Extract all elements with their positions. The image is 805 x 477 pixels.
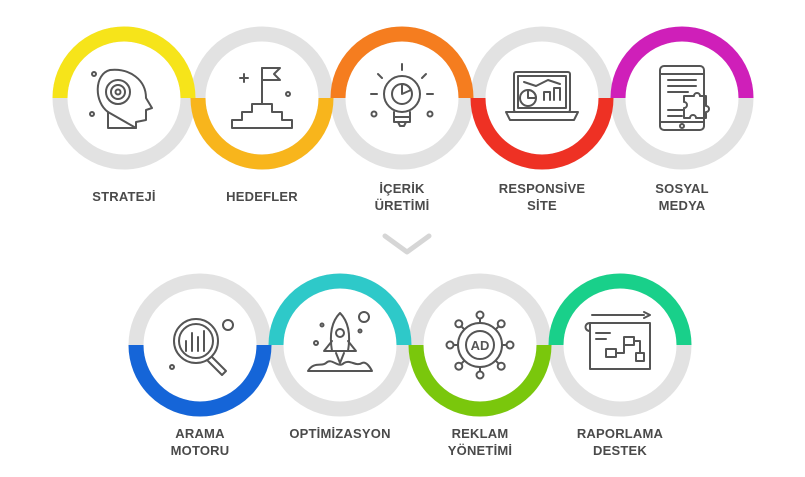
label-arama: ARAMA MOTORU: [130, 425, 270, 459]
ad-text: AD: [471, 338, 490, 353]
icon-layer: AD: [89, 63, 710, 380]
label-line: STRATEJİ: [92, 189, 156, 204]
label-line: ARAMA: [175, 426, 225, 441]
label-line: RESPONSİVE: [498, 181, 586, 196]
ring-track-strateji: [52, 97, 196, 170]
ring-arc-reklam: [408, 344, 552, 417]
ring-arc-optimizasyon: [268, 273, 412, 346]
label-raporlama: RAPORLAMA DESTEK: [550, 425, 690, 459]
label-line: REKLAM: [451, 426, 509, 441]
lightbulb-icon: [370, 63, 434, 127]
label-reklam: REKLAM YÖNETİMİ: [410, 425, 550, 459]
ring-arc-strateji: [52, 26, 196, 99]
head-target-icon: [89, 68, 153, 129]
label-line: MEDYA: [658, 198, 706, 213]
ring-arc-raporlama: [548, 273, 692, 346]
ring-arc-responsive: [470, 97, 614, 170]
label-icerik: İÇERİK ÜRETİMİ: [332, 180, 472, 214]
ring-track-top-responsive: [470, 26, 614, 99]
ring-arc-hedefler: [190, 97, 334, 170]
ring-track-optimizasyon: [268, 344, 412, 417]
chevron-down-icon: [382, 233, 432, 255]
blueprint-icon: [584, 311, 651, 370]
ring-track-top-reklam: [408, 273, 552, 346]
label-line: ÜRETİMİ: [374, 198, 430, 213]
laptop-chart-icon: [505, 71, 579, 121]
label-responsive: RESPONSİVE SİTE: [472, 180, 612, 214]
label-hedefler: HEDEFLER: [192, 188, 332, 205]
ring-track-sosyal: [610, 97, 754, 170]
ring-track-top-arama: [128, 273, 272, 346]
ring-arc-sosyal: [610, 26, 754, 99]
label-strateji: STRATEJİ: [54, 188, 194, 205]
ad-network-icon: AD: [445, 310, 515, 380]
magnifier-chart-icon: [169, 318, 234, 376]
ring-track-raporlama: [548, 344, 692, 417]
label-line: İÇERİK: [379, 181, 425, 196]
tablet-puzzle-icon: [659, 65, 710, 131]
ring-track-top-hedefler: [190, 26, 334, 99]
label-line: SİTE: [527, 198, 557, 213]
label-line: YÖNETİMİ: [447, 443, 513, 458]
ring-arc-arama: [128, 344, 272, 417]
label-line: OPTİMİZASYON: [289, 426, 391, 441]
label-sosyal: SOSYAL MEDYA: [612, 180, 752, 214]
rocket-icon: [307, 311, 373, 372]
label-optimizasyon: OPTİMİZASYON: [270, 425, 410, 442]
label-line: SOSYAL: [655, 181, 709, 196]
label-line: DESTEK: [593, 443, 647, 458]
label-line: HEDEFLER: [226, 189, 298, 204]
label-line: MOTORU: [170, 443, 230, 458]
flag-podium-icon: [231, 67, 293, 129]
ring-track-icerik: [330, 97, 474, 170]
label-line: RAPORLAMA: [576, 426, 664, 441]
ring-chain: [52, 26, 754, 417]
ring-arc-icerik: [330, 26, 474, 99]
